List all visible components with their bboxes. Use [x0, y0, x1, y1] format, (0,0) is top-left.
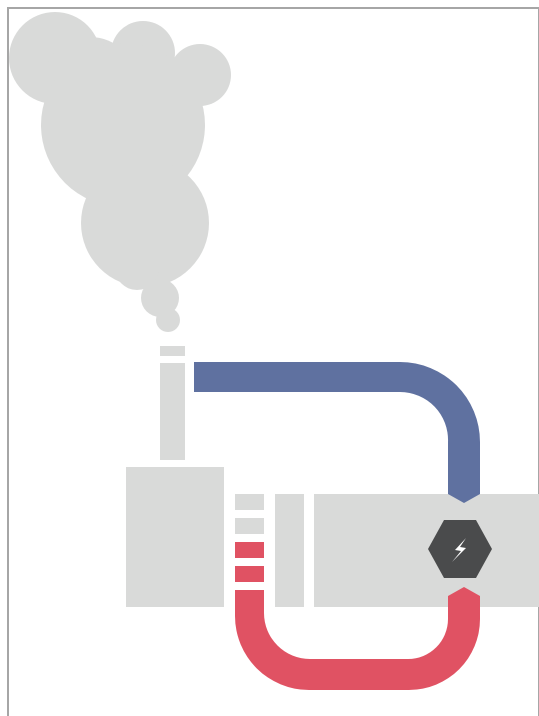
- return-pipe: [235, 542, 480, 690]
- heater-bar-1: [235, 542, 264, 558]
- lightning-bolt-icon: [452, 538, 466, 562]
- generator: [428, 520, 492, 578]
- smoke-cloud-icon: [9, 12, 231, 332]
- steam-pipe: [194, 362, 480, 503]
- turbine-housing: [314, 494, 539, 607]
- chimney-cap: [160, 346, 185, 356]
- boiler-block: [126, 467, 224, 607]
- chimney-stack: [160, 363, 185, 460]
- boiler-slat-1: [235, 494, 264, 510]
- boiler-slat-2: [235, 518, 264, 534]
- heater-bar-2: [235, 566, 264, 582]
- frame-border: [7, 7, 539, 716]
- turbine-column: [275, 494, 304, 607]
- chimney: [160, 346, 185, 460]
- plant-building: [126, 467, 539, 607]
- return-pipe-loop: [235, 587, 480, 690]
